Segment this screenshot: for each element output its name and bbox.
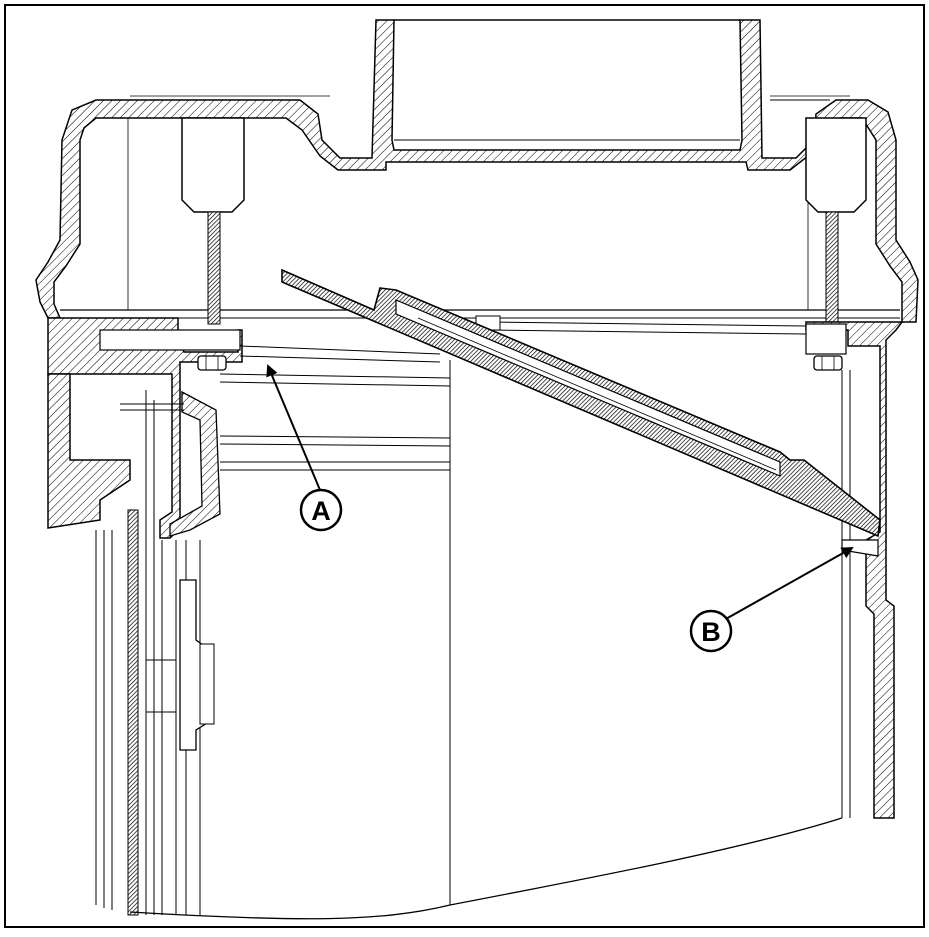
right-wall-section: [805, 321, 904, 819]
callout-a-label: A: [311, 496, 331, 526]
left-nut: [197, 355, 227, 371]
guide-rails: [219, 315, 807, 905]
tilted-plate: [281, 268, 881, 538]
callout-b-circle: [689, 609, 733, 653]
right-boss: [805, 117, 867, 325]
callout-b-leader: [723, 547, 854, 621]
container-body: [129, 817, 843, 920]
callout-a-circle: [299, 488, 343, 532]
callout-b: B: [689, 547, 854, 653]
left-wall-section: [47, 317, 243, 916]
callout-a-leader: [266, 364, 321, 491]
right-nut: [813, 355, 843, 371]
callout-b-label: B: [701, 617, 721, 647]
callout-a: A: [266, 364, 343, 532]
left-boss: [181, 117, 245, 325]
top-cover: [35, 19, 919, 323]
drawing-border: [4, 4, 925, 928]
